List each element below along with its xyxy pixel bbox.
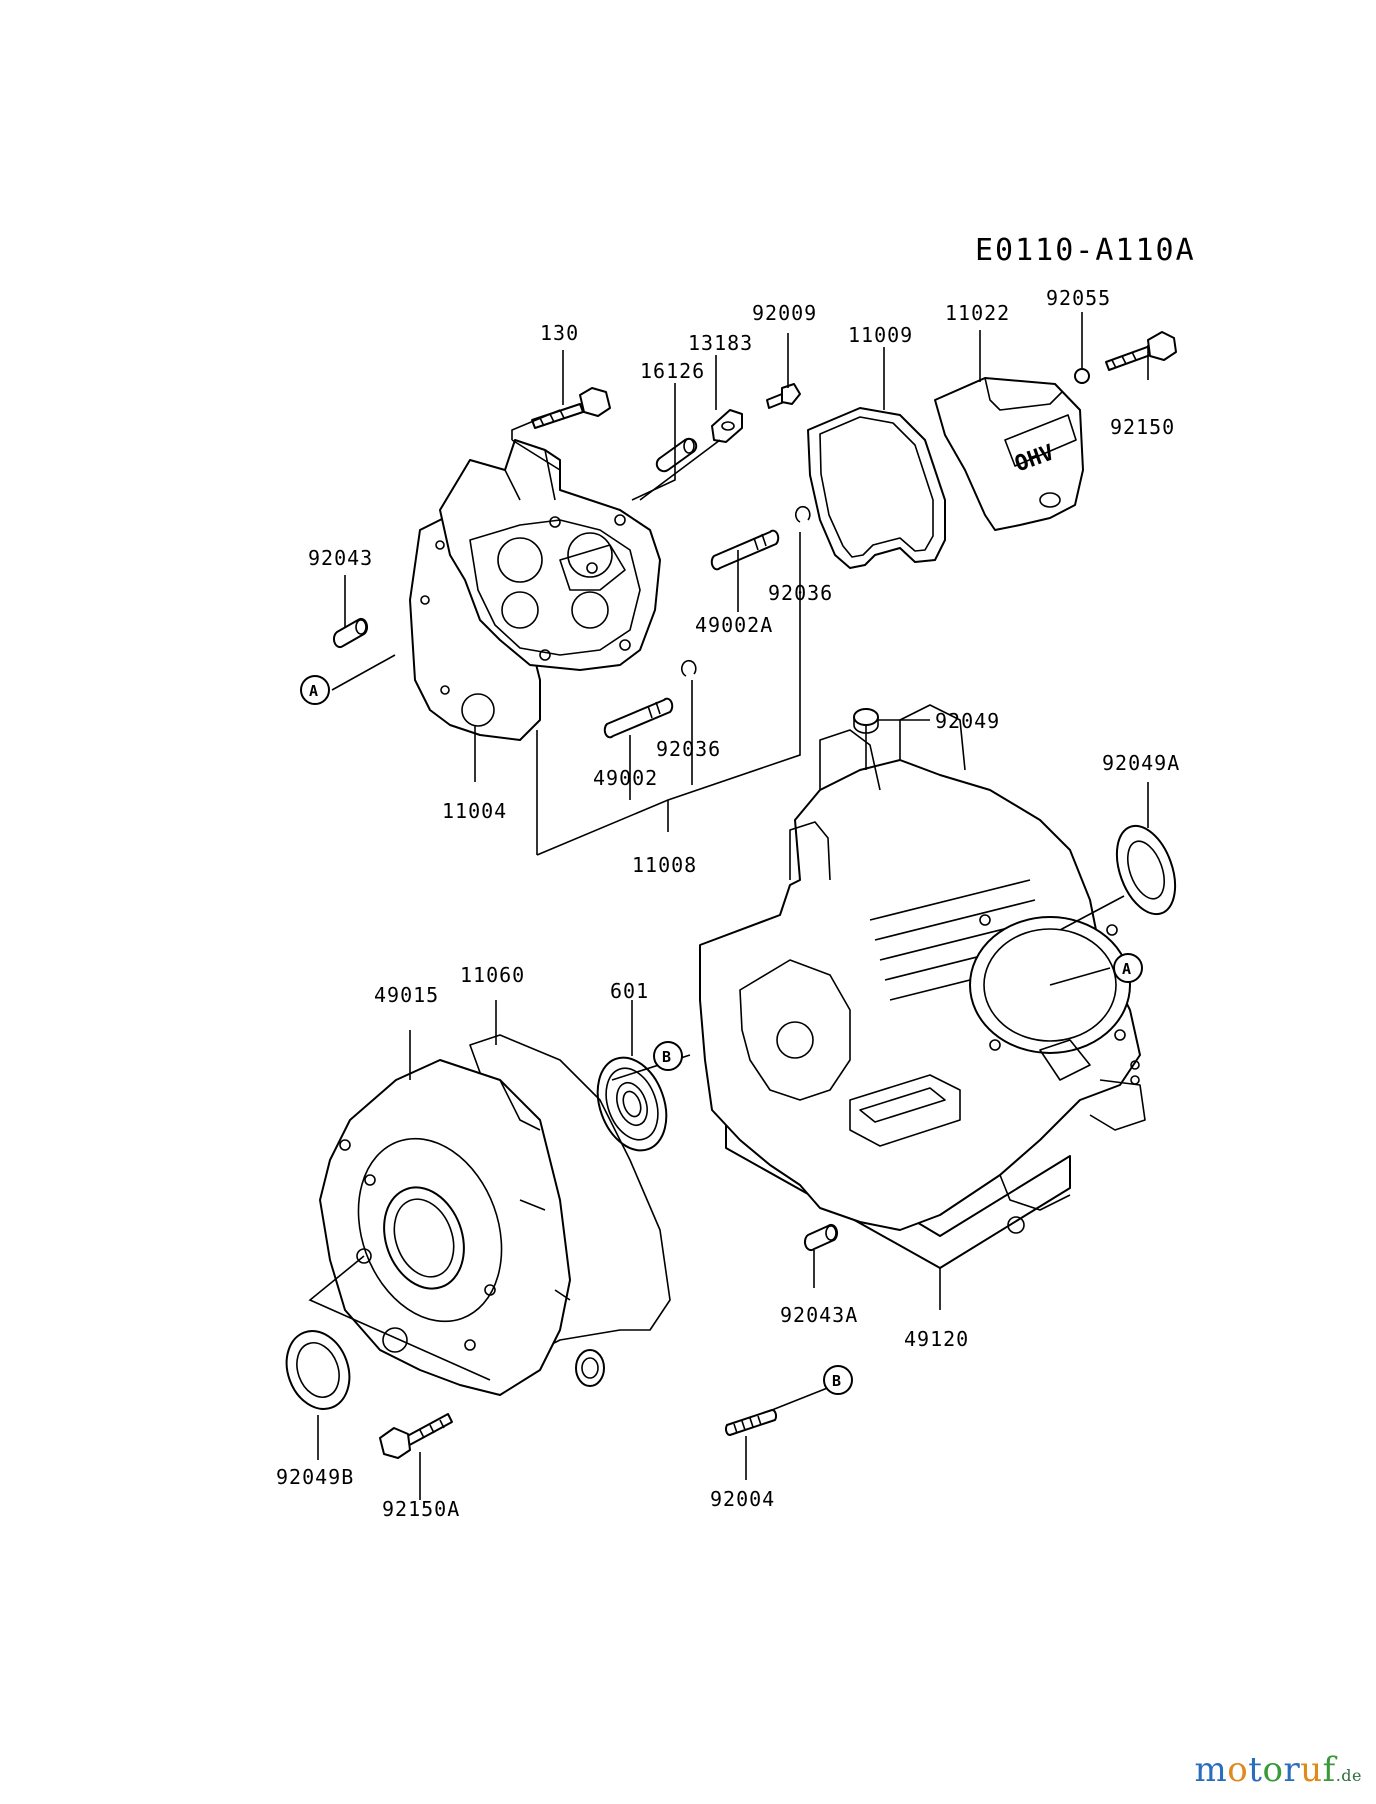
dowel-92043A: [803, 1223, 839, 1252]
label-92150: 92150: [1110, 415, 1175, 439]
ref-marker-b-left: B: [653, 1041, 683, 1071]
dowel-92043: [332, 617, 369, 649]
svg-text:B: B: [662, 1048, 671, 1066]
label-13183: 13183: [688, 331, 753, 355]
ball-bearing-601: [596, 1056, 668, 1152]
svg-text:A: A: [309, 682, 318, 700]
cover-gasket-11009: [807, 407, 946, 569]
label-92049B: 92049B: [276, 1465, 354, 1489]
crankcase-cover-49015: [319, 1059, 605, 1396]
label-92043: 92043: [308, 546, 373, 570]
watermark-letter: r: [1283, 1750, 1301, 1790]
label-49002: 49002: [593, 766, 658, 790]
label-49015: 49015: [374, 983, 439, 1007]
diagram-code: E0110-A110A: [975, 233, 1196, 268]
plate-13183: [711, 409, 743, 443]
label-92049A: 92049A: [1102, 751, 1180, 775]
label-92049: 92049: [935, 709, 1000, 733]
label-92004: 92004: [710, 1487, 775, 1511]
dowel-16126: [655, 437, 698, 473]
ref-marker-b-lower: B: [823, 1365, 853, 1395]
label-92009: 92009: [752, 301, 817, 325]
watermark-letter: f: [1322, 1750, 1336, 1790]
label-601: 601: [610, 979, 649, 1003]
svg-text:A: A: [1122, 960, 1131, 978]
oil-seal-92049B: [285, 1330, 351, 1410]
leader-lines: [308, 312, 1149, 1500]
watermark-letter: o: [1227, 1750, 1249, 1790]
label-49002A: 49002A: [695, 613, 773, 637]
o-ring-92055: [1074, 368, 1090, 384]
ref-marker-a-right: A: [1113, 953, 1143, 983]
label-92150A: 92150A: [382, 1497, 460, 1521]
label-11060: 11060: [460, 963, 525, 987]
clip-92036-top: [794, 505, 811, 523]
head-bolt-130: [531, 387, 611, 429]
bolt-92150A: [379, 1413, 453, 1459]
label-92036-top: 92036: [768, 581, 833, 605]
oil-seal-92049A: [1115, 824, 1177, 916]
push-rod-49002: [603, 697, 674, 739]
valve-cover-11022: OHV: [934, 377, 1084, 531]
bolt-92150: [1105, 331, 1177, 371]
screw-92009: [766, 383, 801, 409]
watermark-letter: t: [1248, 1750, 1263, 1790]
svg-text:B: B: [832, 1372, 841, 1390]
label-11009: 11009: [848, 323, 913, 347]
label-130: 130: [540, 321, 579, 345]
label-11022: 11022: [945, 301, 1010, 325]
watermark-letter: o: [1262, 1750, 1284, 1790]
cylinder-head-11008: [439, 439, 661, 671]
label-92043A: 92043A: [780, 1303, 858, 1327]
watermark-logo: motoruf.de: [1195, 1750, 1362, 1790]
clip-92036-low: [680, 659, 697, 677]
ref-marker-a-left: A: [300, 675, 330, 705]
label-49120: 49120: [904, 1327, 969, 1351]
watermark-suffix: .de: [1335, 1766, 1362, 1785]
crankcase-49120: [699, 704, 1146, 1269]
watermark-letter: m: [1194, 1750, 1228, 1790]
watermark-letter: u: [1300, 1750, 1323, 1790]
label-16126: 16126: [640, 359, 705, 383]
label-92055: 92055: [1046, 286, 1111, 310]
label-92036-low: 92036: [656, 737, 721, 761]
label-11008: 11008: [632, 853, 697, 877]
push-rod-49002A: [710, 529, 780, 571]
label-11004: 11004: [442, 799, 507, 823]
stud-92004: [724, 1408, 778, 1437]
